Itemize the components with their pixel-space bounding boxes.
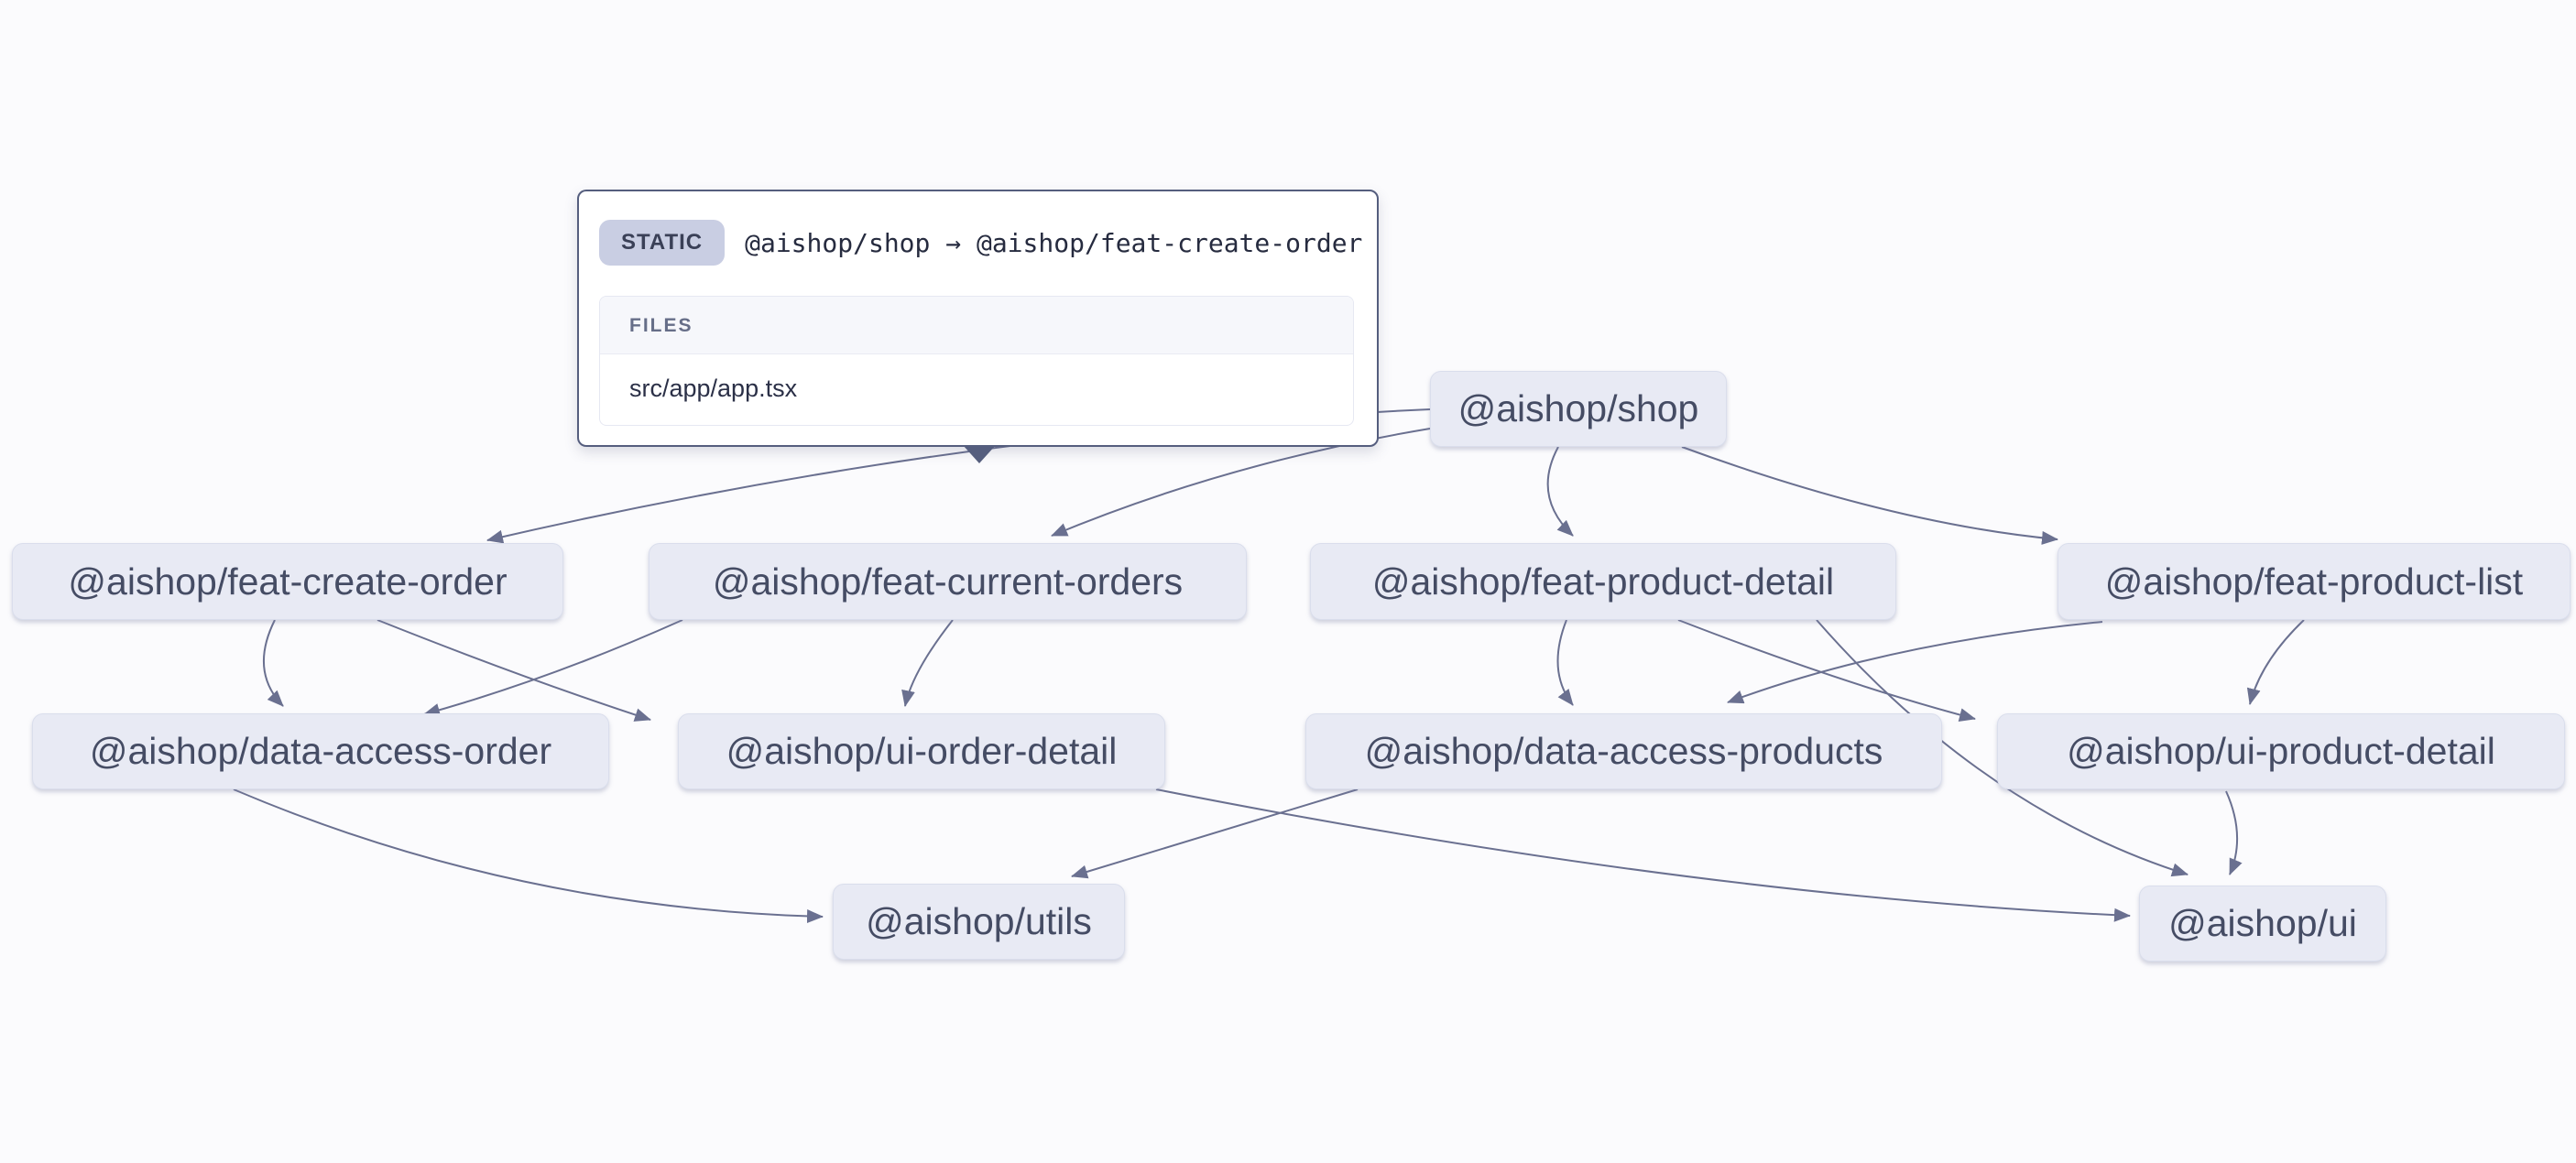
files-section-label: FILES <box>629 315 693 336</box>
graph-node-ui[interactable]: @aishop/ui <box>2139 886 2386 962</box>
edge-feat-product-detail-to-ui-product-detail[interactable] <box>1677 619 1976 722</box>
edge-shop-to-feat-product-detail[interactable] <box>1546 446 1574 537</box>
edge-data-access-products-to-utils[interactable] <box>1071 788 1359 879</box>
files-header: FILES <box>600 297 1353 354</box>
graph-node-feat-create-order[interactable]: @aishop/feat-create-order <box>12 543 563 620</box>
edge-feat-product-detail-to-data-access-products[interactable] <box>1556 619 1574 706</box>
edge-type-badge: STATIC <box>599 220 726 266</box>
edge-details-tooltip: STATIC @aishop/shop → @aishop/feat-creat… <box>577 190 1379 463</box>
edge-ui-order-detail-to-ui[interactable] <box>1155 788 2131 922</box>
tooltip-header: STATIC @aishop/shop → @aishop/feat-creat… <box>599 215 1362 270</box>
edge-feat-current-orders-to-data-access-order[interactable] <box>423 619 683 717</box>
edge-title: @aishop/shop → @aishop/feat-create-order <box>745 227 1363 258</box>
edge-data-access-order-to-utils[interactable] <box>233 788 824 924</box>
edge-feat-create-order-to-data-access-order[interactable] <box>262 619 284 707</box>
files-box: FILES src/app/app.tsx <box>599 296 1354 426</box>
graph-node-utils[interactable]: @aishop/utils <box>833 884 1125 960</box>
graph-node-ui-order-detail[interactable]: @aishop/ui-order-detail <box>678 713 1165 789</box>
graph-node-feat-product-list[interactable]: @aishop/feat-product-list <box>2058 543 2571 620</box>
edge-shop-to-feat-product-list[interactable] <box>1681 446 2058 545</box>
graph-node-data-access-products[interactable]: @aishop/data-access-products <box>1305 713 1942 789</box>
edge-ui-product-detail-to-ui[interactable] <box>2225 790 2243 875</box>
graph-node-feat-current-orders[interactable]: @aishop/feat-current-orders <box>649 543 1247 620</box>
edge-feat-current-orders-to-ui-order-detail[interactable] <box>901 619 954 707</box>
edge-feat-product-list-to-data-access-products[interactable] <box>1727 621 2103 704</box>
graph-node-data-access-order[interactable]: @aishop/data-access-order <box>32 713 609 789</box>
edge-feat-product-detail-to-ui[interactable] <box>1816 619 2189 877</box>
tooltip-pointer-icon <box>963 445 996 463</box>
edge-feat-create-order-to-ui-order-detail[interactable] <box>377 619 651 722</box>
edge-feat-product-list-to-ui-product-detail[interactable] <box>2246 619 2305 705</box>
graph-node-feat-product-detail[interactable]: @aishop/feat-product-detail <box>1310 543 1896 620</box>
graph-node-ui-product-detail[interactable]: @aishop/ui-product-detail <box>1997 713 2565 789</box>
graph-node-shop[interactable]: @aishop/shop <box>1430 371 1727 447</box>
file-row: src/app/app.tsx <box>629 375 798 402</box>
